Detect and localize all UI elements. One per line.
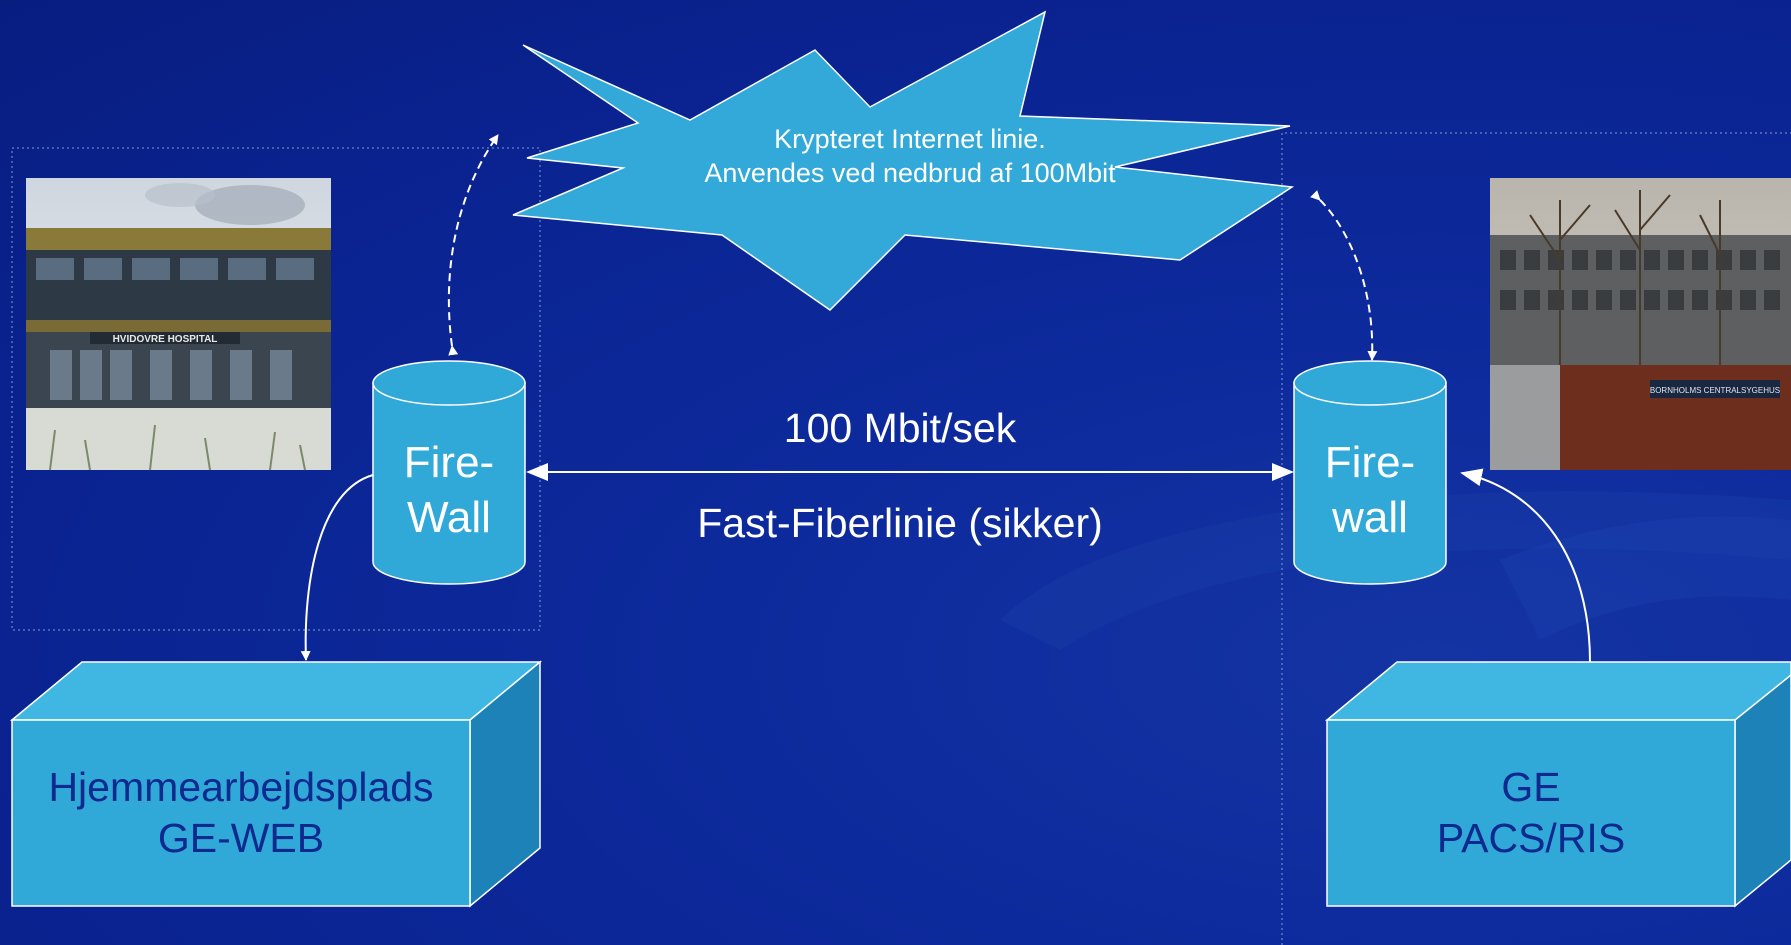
burst-line-2: Anvendes ved nedbrud af 100Mbit	[704, 158, 1116, 188]
link-speed-label: 100 Mbit/sek	[783, 405, 1017, 451]
firewall-right-line-2: wall	[1332, 493, 1408, 542]
link-type-label: Fast-Fiberlinie (sikker)	[697, 500, 1103, 546]
backup-link-left	[447, 134, 499, 356]
box-left-shape	[9, 660, 543, 908]
svg-text:HVIDOVRE HOSPITAL: HVIDOVRE HOSPITAL	[113, 334, 218, 345]
box-right-line-2: PACS/RIS	[1436, 815, 1626, 861]
backup-link-right	[1310, 190, 1378, 361]
connector-box-to-firewall-right	[1460, 468, 1591, 663]
box-right-label: GE PACS/RIS	[1327, 762, 1735, 864]
background-swoosh	[1000, 491, 1791, 650]
hospital-photo-left: HVIDOVRE HOSPITAL	[26, 178, 331, 471]
internet-starburst	[512, 10, 1295, 311]
svg-text:BORNHOLMS CENTRALSYGEHUS: BORNHOLMS CENTRALSYGEHUS	[1650, 386, 1780, 395]
firewall-left-cylinder	[372, 360, 526, 585]
firewall-right-cylinder	[1293, 360, 1447, 585]
box-left-line-2: GE-WEB	[157, 815, 325, 861]
hospital-photo-right: BORNHOLMS CENTRALSYGEHUS	[1490, 178, 1791, 470]
right-site-boundary	[1281, 132, 1791, 945]
firewall-right-line-1: Fire-	[1324, 438, 1416, 487]
firewall-left-line-2: Wall	[407, 493, 491, 542]
box-right-line-1: GE	[1501, 764, 1561, 810]
box-left-label: Hjemmearbejdsplads GE-WEB	[12, 762, 470, 864]
firewall-right-label: Fire- wall	[1294, 435, 1446, 545]
connector-firewall-to-box-left	[300, 474, 374, 661]
burst-label: Krypteret Internet linie. Anvendes ved n…	[600, 122, 1220, 190]
box-left-line-1: Hjemmearbejdsplads	[48, 764, 434, 810]
burst-line-1: Krypteret Internet linie.	[774, 124, 1046, 154]
firewall-left-line-1: Fire-	[403, 438, 495, 487]
firewall-left-label: Fire- Wall	[373, 435, 525, 545]
box-right-shape	[1324, 661, 1791, 908]
background-swoosh-2	[1500, 516, 1791, 640]
